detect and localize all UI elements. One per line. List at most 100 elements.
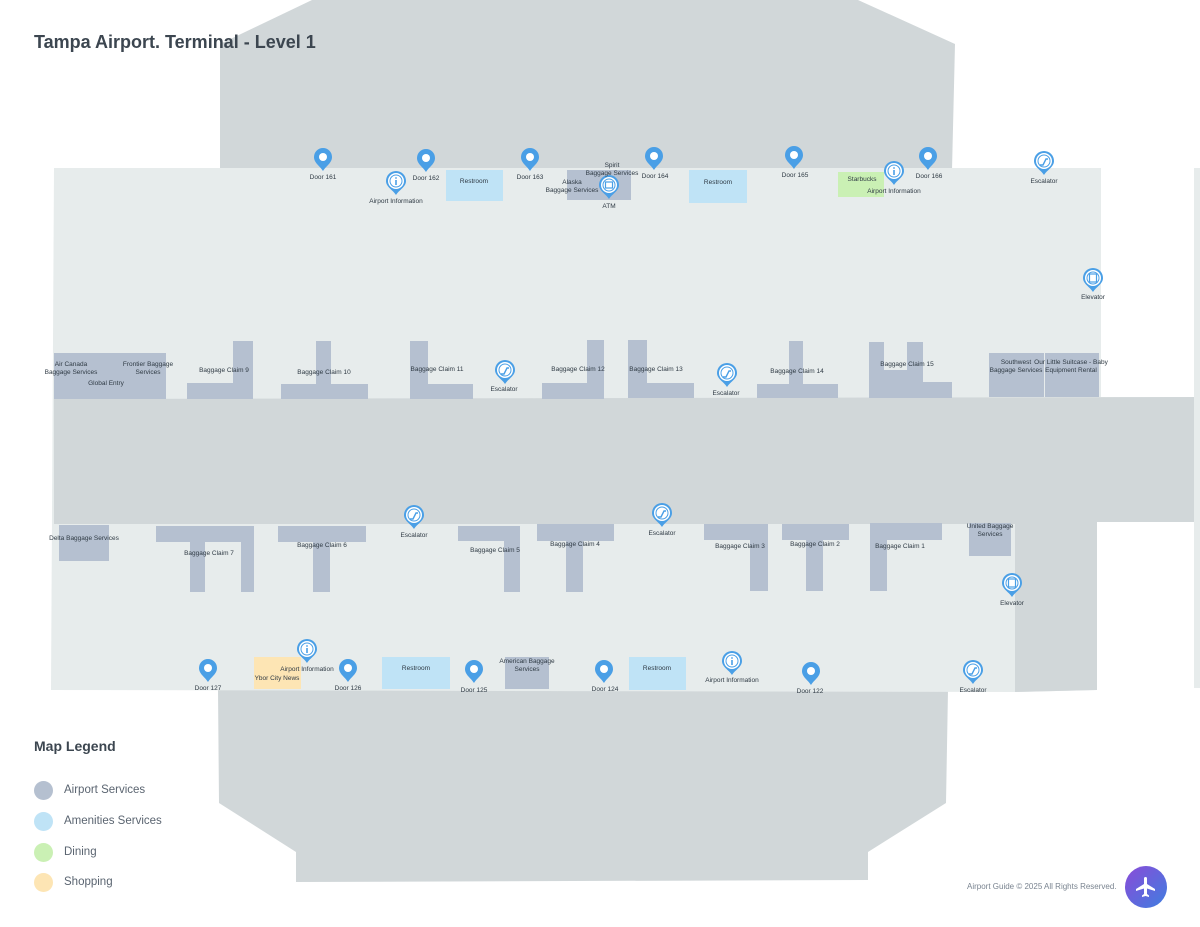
global-entry-label: Global Entry bbox=[88, 380, 125, 387]
delta-label: Delta Baggage Services bbox=[49, 535, 119, 542]
door-165-pin[interactable] bbox=[785, 146, 803, 169]
escalator-pin-top[interactable] bbox=[1034, 151, 1054, 175]
rooms-layer bbox=[54, 170, 1099, 690]
escalator-label: Escalator bbox=[712, 390, 740, 397]
info-pin-bottom-2[interactable] bbox=[722, 651, 742, 675]
door-127-pin[interactable] bbox=[199, 659, 217, 682]
lower-concourse bbox=[218, 690, 948, 882]
door-163-pin[interactable] bbox=[521, 148, 539, 171]
baggage-claim-9[interactable] bbox=[187, 341, 253, 399]
info-pin-top-1[interactable] bbox=[386, 171, 406, 195]
little-suitcase-room[interactable] bbox=[1045, 353, 1099, 397]
southwest-label: Southwest bbox=[1001, 359, 1032, 366]
elevator-pin-top[interactable] bbox=[1083, 268, 1103, 292]
airport-information-label: Airport Information bbox=[867, 188, 921, 195]
united-label: United Baggage bbox=[967, 523, 1014, 530]
baggage-claim-15[interactable] bbox=[869, 342, 952, 398]
delta-room[interactable] bbox=[59, 525, 109, 561]
baggage-claim-14[interactable] bbox=[757, 341, 838, 398]
door-166-pin[interactable] bbox=[919, 147, 937, 170]
escalator-pin-lower-2[interactable] bbox=[652, 503, 672, 527]
door-164-pin[interactable] bbox=[645, 147, 663, 170]
legend-label: Shopping bbox=[64, 876, 113, 888]
air-canada-room[interactable] bbox=[54, 353, 90, 399]
baggage-claim-2[interactable] bbox=[782, 524, 849, 591]
escalator-pin-lower-1[interactable] bbox=[404, 505, 424, 529]
door-161-label: Door 161 bbox=[310, 174, 337, 181]
door-124-pin[interactable] bbox=[595, 660, 613, 683]
restroom-label: Restroom bbox=[460, 178, 488, 185]
united-room[interactable] bbox=[969, 523, 1011, 556]
american-baggage-label: American Baggage bbox=[499, 658, 555, 665]
airport-information-label: Airport Information bbox=[280, 666, 334, 673]
legend-swatch-airport-services bbox=[34, 780, 53, 800]
little-suitcase-label: Our Little Suitcase - Baby bbox=[1034, 359, 1108, 366]
baggage-claim-11[interactable] bbox=[410, 341, 473, 399]
baggage-claim-4-label: Baggage Claim 4 bbox=[550, 541, 600, 548]
southwest-label: Baggage Services bbox=[990, 367, 1044, 374]
baggage-claim-10-label: Baggage Claim 10 bbox=[297, 369, 351, 376]
airplane-icon bbox=[1136, 877, 1155, 897]
little-suitcase-label: Equipment Rental bbox=[1045, 367, 1097, 374]
legend-swatch-dining bbox=[34, 842, 53, 862]
legend-item-dining: Dining bbox=[34, 842, 97, 862]
southwest-room[interactable] bbox=[989, 353, 1044, 397]
door-161-pin[interactable] bbox=[314, 148, 332, 171]
baggage-claim-10[interactable] bbox=[281, 341, 368, 399]
baggage-claim-12-label: Baggage Claim 12 bbox=[551, 366, 605, 373]
baggage-claim-3[interactable] bbox=[704, 524, 768, 591]
starbucks-label: Starbucks bbox=[848, 176, 878, 183]
baggage-claim-13[interactable] bbox=[628, 340, 694, 398]
baggage-claim-6[interactable] bbox=[278, 526, 366, 592]
door-126-pin[interactable] bbox=[339, 659, 357, 682]
elevator-pin-bottom[interactable] bbox=[1002, 573, 1022, 597]
restroom-bottom-2[interactable] bbox=[629, 657, 686, 690]
baggage-claim-5[interactable] bbox=[458, 526, 520, 592]
legend-label: Amenities Services bbox=[64, 815, 162, 827]
walkway-areas bbox=[51, 0, 1200, 882]
baggage-claim-15-label: Baggage Claim 15 bbox=[880, 361, 934, 368]
ybor-city-news-room[interactable] bbox=[254, 657, 301, 689]
atm-label: ATM bbox=[602, 203, 615, 210]
escalator-pin-bottom[interactable] bbox=[963, 660, 983, 684]
restroom-label: Restroom bbox=[402, 665, 430, 672]
legend-item-shopping: Shopping bbox=[34, 872, 113, 892]
baggage-claim-1-label: Baggage Claim 1 bbox=[875, 543, 925, 550]
copyright-text: Airport Guide © 2025 All Rights Reserved… bbox=[967, 882, 1117, 891]
door-127-label: Door 127 bbox=[195, 685, 222, 692]
info-pin-bottom-1[interactable] bbox=[297, 639, 317, 663]
legend-swatch-amenities bbox=[34, 811, 53, 831]
restroom-top-2[interactable] bbox=[689, 170, 747, 203]
escalator-pin-upper-2[interactable] bbox=[717, 363, 737, 387]
spirit-baggage-label: Baggage Services bbox=[586, 170, 640, 177]
baggage-claim-11-label: Baggage Claim 11 bbox=[411, 366, 464, 373]
escalator-pin-upper-1[interactable] bbox=[495, 360, 515, 384]
atm-pin[interactable] bbox=[599, 175, 619, 199]
restroom-top-1[interactable] bbox=[446, 170, 503, 201]
airplane-button[interactable] bbox=[1125, 866, 1167, 908]
frontier-label: Frontier Baggage bbox=[123, 361, 174, 368]
right-edge-wall bbox=[1194, 168, 1200, 688]
frontier-room[interactable] bbox=[88, 353, 166, 399]
info-pin-top-2[interactable] bbox=[884, 161, 904, 185]
baggage-claim-12[interactable] bbox=[542, 340, 604, 399]
door-122-pin[interactable] bbox=[802, 662, 820, 685]
legend-title: Map Legend bbox=[34, 738, 116, 754]
door-163-label: Door 163 bbox=[517, 174, 544, 181]
restroom-bottom-1[interactable] bbox=[382, 657, 450, 689]
starbucks-room[interactable] bbox=[838, 172, 884, 197]
american-room[interactable] bbox=[505, 657, 549, 689]
upper-concourse bbox=[220, 0, 955, 170]
baggage-claim-2-label: Baggage Claim 2 bbox=[790, 541, 840, 548]
baggage-claim-1[interactable] bbox=[870, 523, 942, 591]
baggage-claim-3-label: Baggage Claim 3 bbox=[715, 543, 765, 550]
door-162-pin[interactable] bbox=[417, 149, 435, 172]
alaska-baggage-label: Baggage Services bbox=[546, 187, 600, 194]
baggage-claim-7[interactable] bbox=[156, 526, 254, 592]
baggage-claim-4[interactable] bbox=[537, 524, 614, 592]
door-125-pin[interactable] bbox=[465, 660, 483, 683]
door-126-label: Door 126 bbox=[335, 685, 362, 692]
baggage-claim-13-label: Baggage Claim 13 bbox=[629, 366, 683, 373]
central-corridor bbox=[54, 397, 1200, 692]
